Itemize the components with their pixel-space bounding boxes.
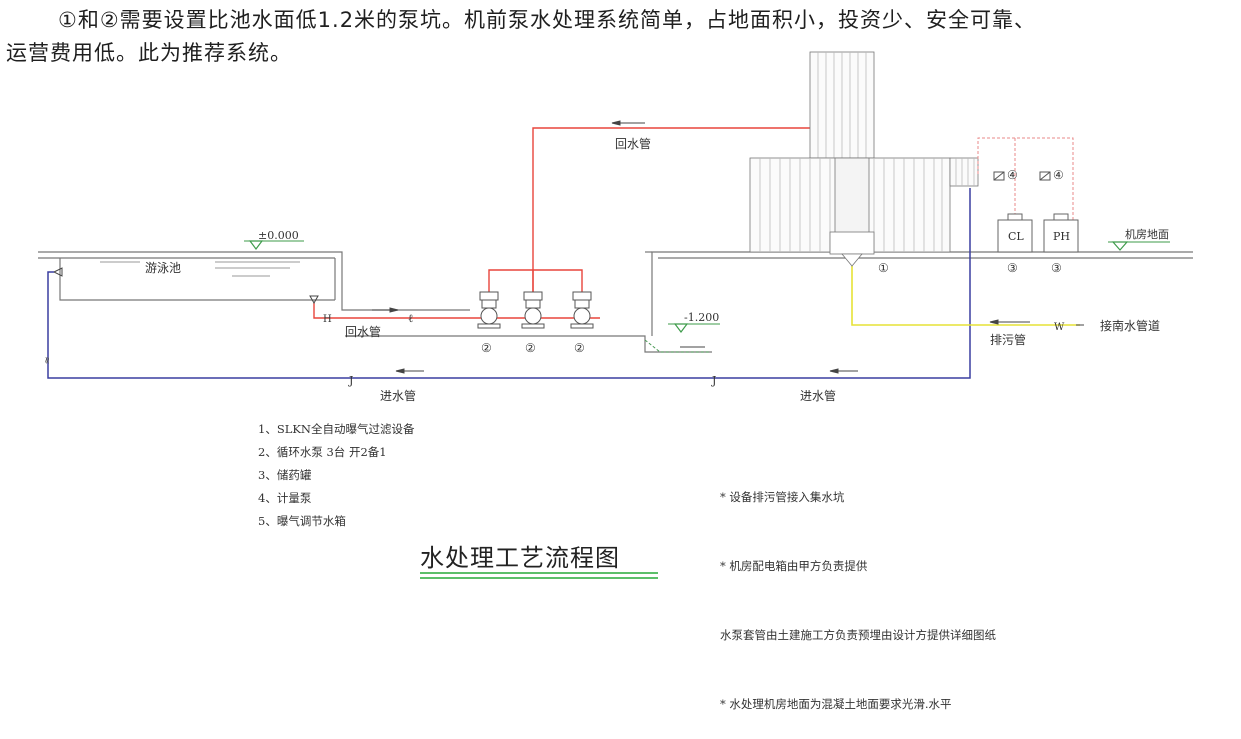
legend-item: 2、循环水泵 3台 开2备1 (258, 445, 387, 459)
dosing-lines (977, 137, 1074, 222)
return-valve-mark: ℓ (408, 312, 413, 325)
process-diagram: 游泳池 ±0.000 -1.200 机房地面 回水管 回水管 H (38, 51, 1193, 403)
title-underline-1 (420, 572, 658, 574)
drain-line (851, 266, 1080, 326)
intro-line-1: ①和②需要设置比池水面低1.2米的泵坑。机前泵水处理系统简单，占地面积小，投资少… (58, 8, 1037, 32)
tank-ph-label: PH (1053, 230, 1070, 243)
drain-pipe-label: 排污管 (990, 332, 1026, 347)
marker-4a: ④ (1007, 168, 1018, 182)
pit-drain-line (644, 339, 710, 353)
intro-text: ①和②需要设置比池水面低1.2米的泵坑。机前泵水处理系统简单，占地面积小，投资少… (6, 4, 1236, 70)
return-flow-arrows (372, 120, 645, 313)
note-item: * 水处理机房地面为混凝土地面要求光滑.水平 (720, 697, 952, 711)
pump-1 (477, 291, 501, 329)
legend-list: 1、SLKN全自动曝气过滤设备 2、循环水泵 3台 开2备1 3、储药罐 4、计… (258, 418, 414, 533)
metering-pumps (993, 171, 1051, 181)
code-j2: J (711, 374, 716, 387)
legend-item: 5、曝气调节水箱 (258, 514, 346, 528)
pool-inlet-icon (52, 267, 63, 277)
legend-item: 1、SLKN全自动曝气过滤设备 (258, 422, 415, 436)
level-zero-label: ±0.000 (258, 229, 299, 242)
inlet-flow-arrows (395, 368, 858, 374)
title-underline-2 (420, 577, 658, 579)
note-item: 水泵套管由土建施工方负责预埋由设计方提供详细图纸 (720, 628, 996, 642)
filter-equipment (749, 51, 979, 267)
inlet-valve-mark: ≈ (41, 356, 52, 364)
notes-list: * 设备排污管接入集水坑 * 机房配电箱由甲方负责提供 水泵套管由土建施工方负责… (720, 440, 996, 739)
sewer-label: 接南水管道 (1100, 318, 1160, 333)
code-w: W (1054, 322, 1065, 333)
pump-3 (570, 291, 594, 329)
tank-cl-label: CL (1008, 230, 1024, 243)
legend-item: 3、储药罐 (258, 468, 312, 482)
pool-outlet-icon (309, 295, 319, 305)
drain-flow-arrow (989, 319, 1084, 326)
chemical-tank-cl (997, 213, 1033, 253)
pool-label: 游泳池 (145, 261, 181, 275)
return-pipe-bottom-label: 回水管 (345, 324, 381, 339)
legend-item: 4、计量泵 (258, 491, 312, 505)
note-item: * 机房配电箱由甲方负责提供 (720, 559, 868, 573)
inlet-water-line (47, 188, 971, 379)
marker-1: ① (878, 261, 889, 275)
pool-water-lines (100, 261, 300, 277)
room-floor-label: 机房地面 (1125, 227, 1169, 241)
level-pit-label: -1.200 (684, 311, 719, 324)
code-j1: J (348, 374, 353, 387)
chemical-tank-ph (1043, 213, 1079, 253)
diagram-title: 水处理工艺流程图 (420, 544, 620, 572)
inlet-pipe-right-label: 进水管 (800, 388, 836, 403)
marker-3a: ③ (1007, 261, 1018, 275)
code-h: H (323, 314, 332, 325)
note-item: * 设备排污管接入集水坑 (720, 490, 845, 504)
pump-2 (521, 291, 545, 329)
inlet-pipe-left-label: 进水管 (380, 388, 416, 403)
return-water-line (313, 127, 812, 319)
marker-2b: ② (525, 341, 536, 355)
marker-3b: ③ (1051, 261, 1062, 275)
marker-4b: ④ (1053, 168, 1064, 182)
marker-2a: ② (481, 341, 492, 355)
intro-line-2: 运营费用低。此为推荐系统。 (6, 41, 292, 65)
level-marker-zero: ±0.000 (244, 229, 304, 250)
room-floor-marker: 机房地面 (1108, 227, 1170, 251)
marker-2c: ② (574, 341, 585, 355)
return-pipe-top-label: 回水管 (615, 136, 651, 151)
level-marker-pit: -1.200 (668, 311, 720, 333)
